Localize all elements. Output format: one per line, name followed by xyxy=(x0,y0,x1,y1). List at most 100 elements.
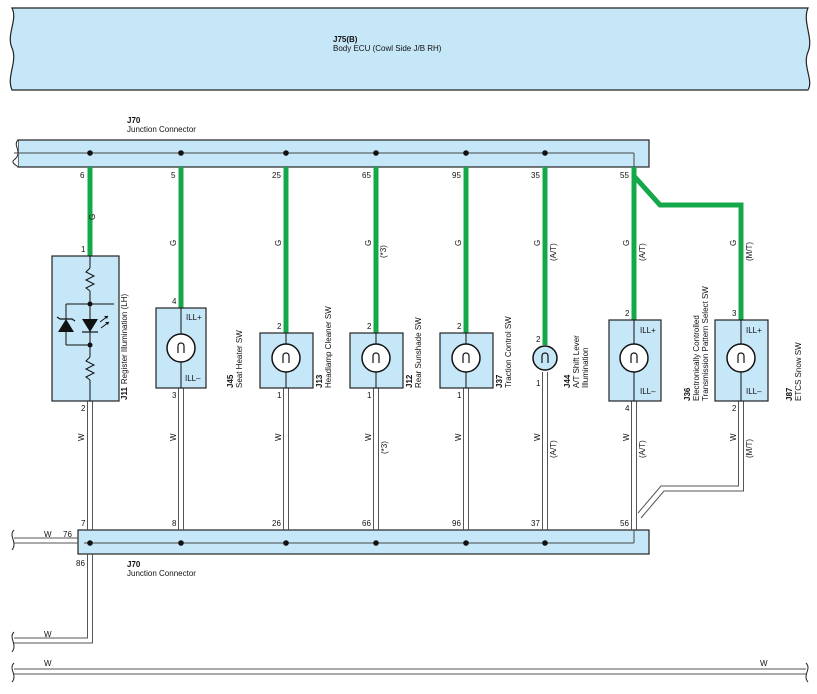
splice-dot xyxy=(178,540,184,546)
wire-option-label: (*3) xyxy=(379,245,388,258)
junction-connector-bottom: J70 Junction Connector xyxy=(77,529,650,578)
splice-dot xyxy=(463,150,469,156)
wire-color-label: G xyxy=(454,240,463,246)
bottom-pin-labels: 7 8 26 66 96 37 56 76 86 xyxy=(63,519,629,568)
j36-name-line2: Transmission Pattern Select SW xyxy=(701,286,710,401)
wire-color-label: G xyxy=(274,240,283,246)
pin-label: 86 xyxy=(76,559,85,568)
green-wires xyxy=(87,167,744,345)
pin-label: 96 xyxy=(452,519,461,528)
component-j13 xyxy=(259,332,314,389)
splice-dot xyxy=(373,540,379,546)
component-j44 xyxy=(532,345,558,371)
wire-option-label: (M/T) xyxy=(745,439,754,458)
splice-dot xyxy=(283,150,289,156)
pin-label: 4 xyxy=(172,297,177,306)
wire-option-label: (A/T) xyxy=(638,440,647,458)
j45-ill-plus: ILL+ xyxy=(186,313,202,322)
component-labels: J11 Register Illumination (LH) J45 Seat … xyxy=(120,286,803,401)
component-j36: ILL+ ILL– xyxy=(608,319,662,402)
j11-name: Register Illumination (LH) xyxy=(120,294,129,385)
bulb-icon xyxy=(271,343,301,373)
splice-dot xyxy=(178,150,184,156)
wire-color-label: W xyxy=(169,433,178,441)
bulb-icon xyxy=(619,343,649,373)
body-ecu-name: Body ECU (Cowl Side J/B RH) xyxy=(333,44,442,53)
pin-label: 55 xyxy=(620,171,629,180)
splice-dot xyxy=(542,150,548,156)
junction-top-name: Junction Connector xyxy=(127,125,196,134)
bulb-icon xyxy=(726,343,756,373)
wire-color-label: W xyxy=(533,433,542,441)
junction-bottom-name: Junction Connector xyxy=(127,569,196,578)
splice-dot xyxy=(87,540,93,546)
j87-code: J87 xyxy=(785,387,794,401)
splice-dot xyxy=(463,540,469,546)
wire-color-label: W xyxy=(44,659,52,668)
j12-code: J12 xyxy=(405,374,414,388)
wire-color-label: W xyxy=(44,530,52,539)
wire-option-label: (M/T) xyxy=(745,242,754,261)
j13-name: Headlamp Cleaner SW xyxy=(324,306,333,388)
junction-top-break xyxy=(12,139,19,168)
body-ecu-box xyxy=(9,7,811,91)
j45-code: J45 xyxy=(226,374,235,388)
splice-dot xyxy=(87,301,93,307)
pin-label: 2 xyxy=(536,335,541,344)
top-pin-labels: 6 5 25 65 95 35 55 xyxy=(80,171,629,180)
pin-label: 2 xyxy=(732,404,737,413)
wire-color-label: W xyxy=(760,659,768,668)
j44-name: A/T Shift Lever xyxy=(572,335,581,388)
pin-label: 3 xyxy=(172,391,177,400)
pin-label: 2 xyxy=(457,322,462,331)
pin-label: 1 xyxy=(81,245,86,254)
wire-color-label: G xyxy=(533,240,542,246)
pin-label: 3 xyxy=(732,309,737,318)
junction-bottom-code: J70 xyxy=(127,560,141,569)
pin-label: 56 xyxy=(620,519,629,528)
pin-label: 6 xyxy=(80,171,85,180)
pin-label: 1 xyxy=(367,391,372,400)
wire-color-label: G xyxy=(622,240,631,246)
wire-color-label: W xyxy=(77,433,86,441)
junction-bottom-bar xyxy=(77,529,650,555)
pin-label: 95 xyxy=(452,171,461,180)
component-j45: ILL+ ILL– xyxy=(155,307,207,389)
j45-ill-minus: ILL– xyxy=(185,374,201,383)
j36-name: Electronically Controlled xyxy=(692,315,701,401)
white-wire-color-labels: W W W W (*3) W W (A/T) W (A/T) W (M/T) xyxy=(77,433,754,458)
body-ecu: J75(B) Body ECU (Cowl Side J/B RH) xyxy=(9,7,811,91)
j87-ill-plus: ILL+ xyxy=(746,326,762,335)
j87-name: ETCS Snow SW xyxy=(794,342,803,401)
pin-label: 65 xyxy=(362,171,371,180)
wire-color-label: W xyxy=(44,630,52,639)
pin-label: 76 xyxy=(63,530,72,539)
bulb-icon xyxy=(166,333,196,363)
j44-name-line2: Illumination xyxy=(581,348,590,388)
pin-label: 1 xyxy=(277,391,282,400)
wire-color-label: G xyxy=(364,240,373,246)
junction-connector-top: J70 Junction Connector xyxy=(12,116,650,168)
wire-option-label: (A/T) xyxy=(638,243,647,261)
wire-option-label: (*3) xyxy=(380,441,389,454)
j45-name: Seat Heater SW xyxy=(235,330,244,388)
wire-color-label: W xyxy=(729,433,738,441)
pin-label: 2 xyxy=(81,404,86,413)
splice-dot xyxy=(542,540,548,546)
break-marks xyxy=(11,529,809,683)
wire-option-label: (A/T) xyxy=(549,243,558,261)
led-icon xyxy=(82,315,110,333)
pin-label: 2 xyxy=(367,322,372,331)
j13-code: J13 xyxy=(315,374,324,388)
splice-dot xyxy=(87,150,93,156)
wire-color-label: W xyxy=(274,433,283,441)
green-wire-color-labels: G G G G (*3) G G (A/T) G (A/T) G (M/T) xyxy=(88,214,754,261)
pin-label: 66 xyxy=(362,519,371,528)
wire-color-label: G xyxy=(729,240,738,246)
wire-color-label: W xyxy=(622,433,631,441)
j37-code: J37 xyxy=(495,374,504,388)
pin-label: 2 xyxy=(625,309,630,318)
wire-color-label: W xyxy=(454,433,463,441)
junction-dots-top xyxy=(87,150,548,156)
bulb-icon xyxy=(361,343,391,373)
